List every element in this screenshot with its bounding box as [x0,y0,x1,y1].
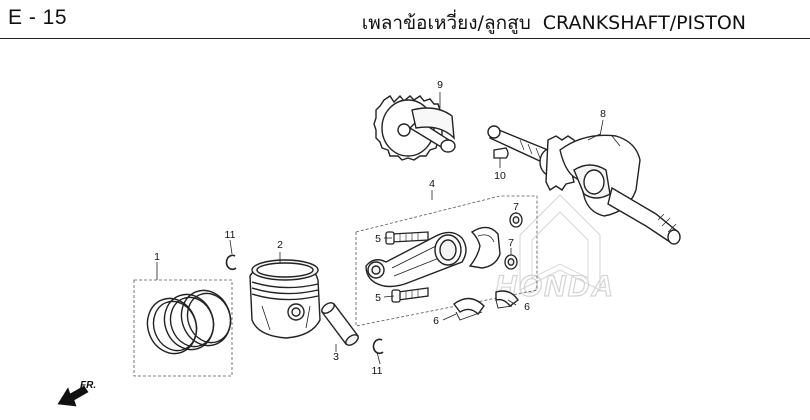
connecting-rod-bearings [453,290,519,321]
header-divider [0,38,810,39]
connecting-rod-group-outline [355,195,538,327]
callout-11-lower: 11 [372,365,383,377]
crankshaft [487,125,681,245]
section-code: E - 15 [8,6,68,29]
front-label: FR. [80,380,96,391]
callout-7-upper: 7 [513,201,519,213]
piston-pin-clip [225,254,384,355]
front-direction-indicator: FR. [57,380,96,407]
piston-ring-group-outline [133,279,233,377]
callout-8: 8 [600,108,606,120]
piston-ring-set [146,289,232,355]
callout-4: 4 [429,178,435,190]
piston [249,259,321,339]
balancer-shaft [373,94,456,161]
callout-10: 10 [494,170,506,182]
connecting-rod [365,231,467,288]
callout-11-upper: 11 [225,229,236,241]
callout-1: 1 [154,251,160,263]
connecting-rod-bolts [385,231,429,303]
callout-3: 3 [333,351,339,363]
title-thai: เพลาข้อเหวี่ยง/ลูกสูบ [361,12,531,34]
callout-6-right: 6 [524,301,530,313]
leader-lines [156,92,604,365]
front-arrow-icon [57,385,89,407]
page-title: เพลาข้อเหวี่ยง/ลูกสูบ CRANKSHAFT/PISTON [362,8,746,38]
title-english: CRANKSHAFT/PISTON [542,12,746,34]
assembly-outlines [133,195,538,377]
callout-5-upper: 5 [375,233,381,245]
woodruff-key [493,147,509,159]
callout-6-left: 6 [433,315,439,327]
callout-2: 2 [277,239,283,251]
callout-numbers: 1 2 3 4 5 5 6 6 7 7 8 9 10 11 11 [154,79,606,377]
callout-5-lower: 5 [375,292,381,304]
piston-pin [320,302,360,346]
callout-9: 9 [437,79,443,91]
callout-7-lower: 7 [508,237,514,249]
rod-cap [468,226,501,269]
connecting-rod-nuts [504,212,523,270]
